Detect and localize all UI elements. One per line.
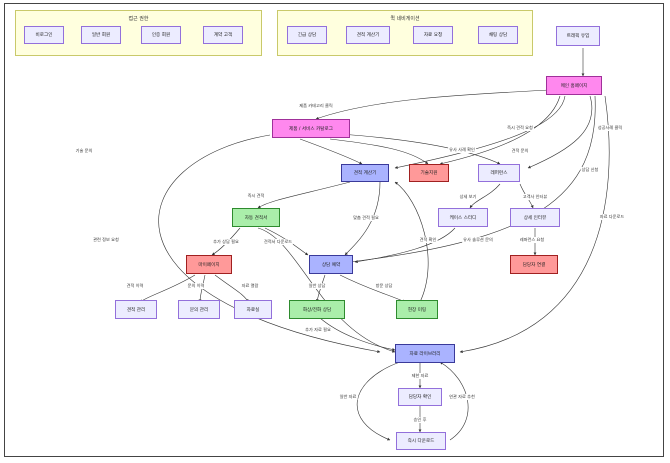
edge-label-success-click: 성공사례 클릭 <box>596 125 624 131</box>
edge-visit-quote <box>394 181 429 303</box>
edge-main-quote <box>394 95 566 169</box>
diagram-frame <box>4 3 664 457</box>
node-data-library[interactable]: 자료 라이브러리 <box>395 344 455 363</box>
edge-label-related-recommend: 연관 자료 추천 <box>448 394 476 400</box>
node-case-study[interactable]: 케이스 스터디 <box>438 208 488 227</box>
edge-label-reference-request: 레퍼런스 요청 <box>518 237 546 243</box>
edge-label-extra-consult: 추가 상담 필요 <box>212 239 240 245</box>
edge-label-consult-apply: 상담 신청 <box>580 167 600 173</box>
edge-label-instant-quote2: 즉시 견적 <box>246 193 266 199</box>
node-video-consult[interactable]: 화상/전화 상담 <box>289 300 345 319</box>
node-quote-manage[interactable]: 견적 관리 <box>115 300 157 319</box>
edge-label-custom-quote: 맞춤 견적 필요 <box>352 215 380 221</box>
node-traffic-inflow[interactable]: 트래픽 유입 <box>556 26 600 46</box>
node-verified-member[interactable]: 인증 회원 <box>141 26 181 44</box>
edge-label-general-data: 일반 자료 <box>338 394 358 400</box>
group-quicknav-title: 퀵 네비게이션 <box>390 16 420 22</box>
edge-label-instant-quote: 즉시 견적 요청 <box>506 125 534 131</box>
node-quote-calc-quick[interactable]: 견적 계산기 <box>346 26 390 44</box>
edge-label-quote-inquiry: 견적 문의 <box>510 148 530 154</box>
edge-label-inquiry-history: 문의 이력 <box>186 283 206 289</box>
edge-label-tech-inquiry: 기술 문의 <box>74 148 94 154</box>
edge-quote-consult <box>344 181 381 256</box>
node-assigned-contact[interactable]: 담당자 연결 <box>510 255 558 274</box>
node-data-request[interactable]: 자료 요청 <box>413 26 453 44</box>
edge-label-extra-data: 추가 자료 필요 <box>304 327 332 333</box>
edge-label-similar-case: 유사 사례 확인 <box>448 147 476 153</box>
edge-label-quote-history: 견적 이력 <box>125 283 145 289</box>
edge-case-consult <box>354 227 456 264</box>
node-contact-check[interactable]: 담당자 확인 <box>398 388 442 406</box>
edge-label-quote-download: 견적서 다운로드 <box>262 239 294 245</box>
edge-label-detail-view: 상세 보기 <box>458 194 478 200</box>
node-reference[interactable]: 레퍼런스 <box>478 164 520 182</box>
edge-label-quote-check: 견적 확인 <box>418 237 438 243</box>
edge-download-library <box>439 361 469 441</box>
node-mypage[interactable]: 마이페이지 <box>186 255 232 274</box>
edge-label-visit-consult: 방문 상담 <box>374 283 394 289</box>
edge-library-download <box>356 361 401 441</box>
node-detail-interview[interactable]: 상세 인터뷰 <box>510 208 560 227</box>
edge-quote-auto <box>257 181 351 209</box>
node-site-visit[interactable]: 현장 미팅 <box>396 300 438 319</box>
edge-catalog-quote <box>299 138 363 165</box>
node-contract-customer[interactable]: 계약 고객 <box>203 26 243 44</box>
node-chat-consult[interactable]: 채팅 상담 <box>478 26 518 44</box>
group-access-title: 접근 권한 <box>128 16 149 22</box>
edge-label-data-download: 자료 다운로드 <box>598 214 626 220</box>
node-auto-quote[interactable]: 자동 견적서 <box>232 208 280 227</box>
edge-label-cat-click: 제품 카테고리 클릭 <box>298 103 334 109</box>
node-general-member[interactable]: 일반 회원 <box>81 26 121 44</box>
node-main-homepage[interactable]: 메인 홈페이지 <box>546 76 602 95</box>
node-consult-booking[interactable]: 상담 예약 <box>309 255 353 274</box>
edge-catalog-tech <box>329 138 429 165</box>
edge-catalog-reference <box>339 133 501 165</box>
edge-label-customer-interview: 고객사 인터뷰 <box>521 194 549 200</box>
node-tech-support[interactable]: 기술지원 <box>409 164 449 182</box>
edge-video-library <box>319 317 396 351</box>
edge-label-general-consult: 일반 상담 <box>307 283 327 289</box>
node-login[interactable]: 비로그인 <box>24 26 64 44</box>
edge-consult-visit <box>339 274 406 303</box>
node-catalog[interactable]: 제품 / 서비스 카탈로그 <box>272 119 350 138</box>
edge-label-data-browse: 자료 열람 <box>240 283 260 289</box>
edge-label-product-info: 관련 정보 요청 <box>92 237 120 243</box>
edge-main-reference <box>527 95 593 169</box>
edge-label-after-approval: 승인 후 <box>412 417 428 423</box>
edge-main-techlink <box>439 95 561 165</box>
edge-reference-case <box>469 183 501 209</box>
edge-main-catalog <box>315 89 551 120</box>
edge-label-restricted-data: 제한 자료 <box>410 373 430 379</box>
edge-label-similar-solution: 유사 솔루션 문의 <box>462 237 494 243</box>
node-data-room[interactable]: 자료실 <box>234 300 272 319</box>
node-instant-download[interactable]: 즉시 다운로드 <box>396 432 446 450</box>
node-inquiry-manage[interactable]: 문의 관리 <box>178 300 220 319</box>
node-quote-calculator[interactable]: 견적 계산기 <box>341 164 389 182</box>
node-emergency-consult[interactable]: 긴급 상담 <box>287 26 327 44</box>
